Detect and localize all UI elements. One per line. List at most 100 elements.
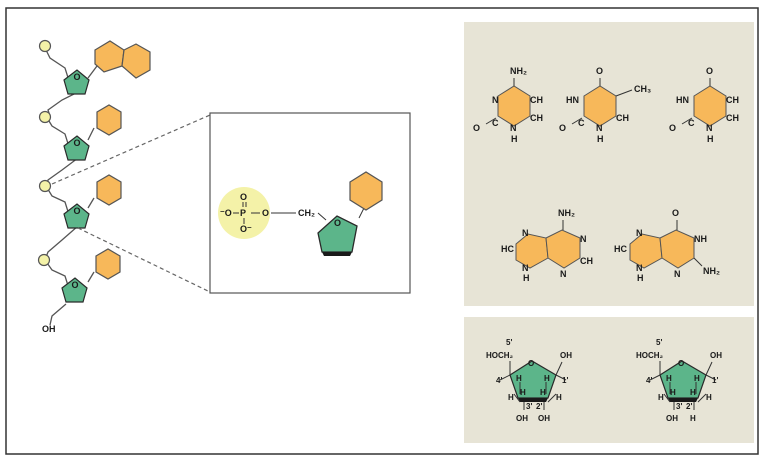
pyrimidine-base <box>95 248 121 280</box>
uracil-n1: N <box>706 123 713 133</box>
adenine-hc8: HC <box>501 244 514 254</box>
phosphate-group <box>37 253 51 267</box>
ring-oxygen-label: O <box>71 280 78 290</box>
ch2-label: CH₂ <box>298 208 315 218</box>
adenine-structure: NH₂ N HC N H N CH N <box>501 208 593 283</box>
cytosine-structure: NH₂ N CH CH O C N H <box>473 66 543 144</box>
phosphate-ester-o: O <box>262 208 269 218</box>
guanine-nh1: NH <box>694 234 707 244</box>
ribose-oh2: OH <box>538 414 550 423</box>
bases-panel <box>464 22 754 306</box>
ribose-5-prime: 5' <box>506 338 512 347</box>
cytosine-amino: NH₂ <box>510 66 527 76</box>
ribose-oh3: OH <box>516 414 528 423</box>
guanine-hc8: HC <box>614 244 627 254</box>
ribose-4-prime: 4' <box>496 376 502 385</box>
uracil-o4: O <box>706 66 713 76</box>
cytosine-c2: C <box>492 118 499 128</box>
zoom-guide-line <box>51 114 211 185</box>
phosphate-o-minus-left: ⁻O <box>220 208 232 218</box>
cytosine-o2: O <box>473 123 480 133</box>
uracil-c2: C <box>688 118 695 128</box>
deoxyribose-2-prime: 2' <box>686 402 692 411</box>
glycosidic-bond <box>87 127 95 141</box>
adenine-n7: N <box>522 228 529 238</box>
ribose-1-prime: 1' <box>562 376 568 385</box>
phosphate-group <box>38 179 52 193</box>
glycosidic-bond <box>87 65 98 79</box>
thymine-c2: C <box>578 118 585 128</box>
deoxyribose-ring-o: O <box>678 359 684 368</box>
deoxyribose-structure: 5' HOCH₂ O OH 4' 1' H H H H 3' 2' H H OH… <box>636 338 722 423</box>
cytosine-ch5: CH <box>530 95 543 105</box>
ribose-h4: H <box>516 374 522 383</box>
guanine-nh2: NH₂ <box>703 266 720 276</box>
adenine-n9: N <box>522 263 529 273</box>
ribose-ring-o: O <box>528 359 534 368</box>
ribose-h-lower-right: H <box>556 393 562 402</box>
thymine-h1: H <box>597 134 604 144</box>
backbone-link <box>45 185 71 219</box>
uracil-ch5: CH <box>726 95 739 105</box>
ribose-h-lower-left: H <box>508 393 514 402</box>
deoxyribose-oh1: OH <box>710 351 722 360</box>
backbone-link <box>44 47 71 85</box>
adenine-ch2: CH <box>580 256 593 266</box>
sugar-ring <box>63 203 90 229</box>
cytosine-n3: N <box>492 95 499 105</box>
adenine-n1: N <box>580 234 587 244</box>
deoxyribose-h-lower-right: H <box>706 393 712 402</box>
guanine-structure: O N HC N H NH N NH₂ <box>614 208 720 283</box>
guanine-o6: O <box>672 208 679 218</box>
ribose-oh1: OH <box>560 351 572 360</box>
sugar-ring <box>61 277 88 303</box>
phosphorus-label: P <box>240 208 246 218</box>
ribose-hoch2: HOCH₂ <box>486 351 514 360</box>
thymine-structure: O HN CH₃ CH O C N H <box>559 66 651 144</box>
guanine-h9: H <box>637 273 644 283</box>
thymine-methyl: CH₃ <box>634 84 651 94</box>
sugar-ring <box>63 69 90 95</box>
guanine-n9: N <box>636 263 643 273</box>
uracil-hn3: HN <box>676 95 689 105</box>
pyrimidine-base <box>96 104 122 136</box>
ribose-h2: H <box>540 388 546 397</box>
phosphate-group-detail: ⁻O P O O⁻ O <box>220 192 269 234</box>
nitrogenous-base <box>349 171 383 211</box>
deoxyribose-1-prime: 1' <box>712 376 718 385</box>
adenine-h9: H <box>523 273 530 283</box>
ring-oxygen-label: O <box>73 206 80 216</box>
thymine-n1: N <box>596 123 603 133</box>
ring-oxygen-label: O <box>73 138 80 148</box>
cytosine-ch6: CH <box>530 113 543 123</box>
three-prime-oh-label: OH <box>42 324 56 334</box>
phosphate-o-minus-bottom: O⁻ <box>240 224 252 234</box>
uracil-structure: O HN CH CH O C N H <box>669 66 739 144</box>
adenine-n3: N <box>560 269 567 279</box>
deoxyribose-h-lower-left: H <box>658 393 664 402</box>
thymine-o2: O <box>559 123 566 133</box>
backbone-link <box>46 157 79 187</box>
adenine-amino: NH₂ <box>558 208 575 218</box>
chain-phosphates <box>37 39 52 267</box>
sugars-panel <box>464 317 754 443</box>
ribose-2-prime: 2' <box>536 402 542 411</box>
thymine-o4: O <box>596 66 603 76</box>
cytosine-h1: H <box>511 134 518 144</box>
sugar-ring-detail <box>317 215 358 253</box>
phosphate-highlight <box>218 187 270 239</box>
backbone-link <box>47 91 79 117</box>
ribose-h1: H <box>544 374 550 383</box>
ribose-structure: 5' HOCH₂ O OH 4' 1' H H H H 3' 2' H H OH… <box>486 338 572 423</box>
ribose-h3: H <box>520 388 526 397</box>
deoxyribose-hoch2: HOCH₂ <box>636 351 664 360</box>
ribose-3-prime: 3' <box>526 402 532 411</box>
glycosidic-bond <box>87 197 95 209</box>
deoxyribose-3-prime: 3' <box>676 402 682 411</box>
ring-oxygen-label: O <box>73 72 80 82</box>
thymine-ch6: CH <box>616 113 629 123</box>
deoxyribose-5-prime: 5' <box>656 338 662 347</box>
deoxyribose-4-prime: 4' <box>646 376 652 385</box>
